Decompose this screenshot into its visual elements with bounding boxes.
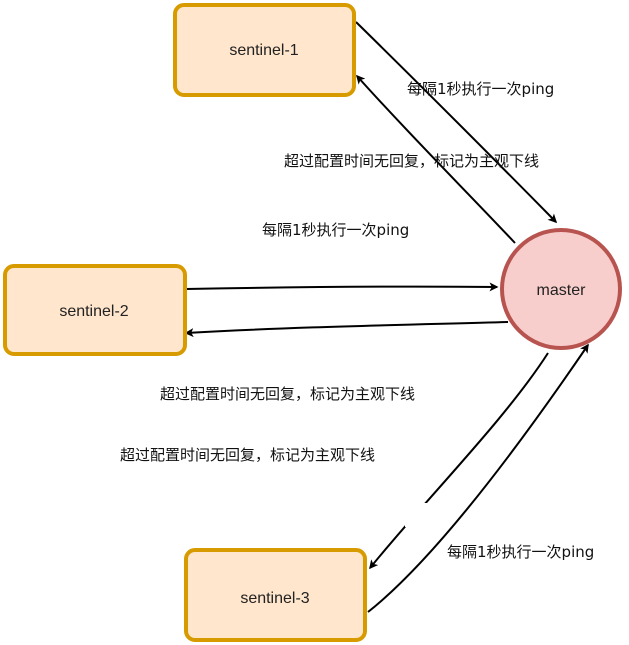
edge-master-to-sentinel3 [369, 352, 549, 570]
sentinel-3-node: sentinel-3 [184, 548, 367, 642]
sentinel3-subjective-down-label: 超过配置时间无回复，标记为主观下线 [120, 446, 375, 464]
master-node: master [500, 228, 622, 350]
sentinel1-ping-label: 每隔1秒执行一次ping [407, 80, 554, 98]
edges [184, 21, 589, 613]
edge-master-to-sentinel2 [184, 321, 509, 338]
sentinel3-ping-label: 每隔1秒执行一次ping [447, 543, 594, 561]
edge-master-to-sentinel1 [356, 74, 516, 244]
edge-sentinel3-to-master [367, 343, 589, 613]
edge-label-backgrounds [160, 340, 435, 527]
edge-labels: 每隔1秒执行一次ping 超过配置时间无回复，标记为主观下线 每隔1秒执行一次p… [120, 80, 594, 561]
master-label: master [537, 282, 587, 299]
sentinel2-ping-label: 每隔1秒执行一次ping [262, 221, 409, 239]
edge-sentinel1-to-master [355, 21, 558, 224]
sentinel-1-label: sentinel-1 [229, 42, 298, 59]
sentinel-2-label: sentinel-2 [59, 303, 128, 320]
edge-sentinel2-to-master [185, 282, 499, 292]
sentinel-3-label: sentinel-3 [240, 590, 309, 607]
sentinel2-subjective-down-label: 超过配置时间无回复，标记为主观下线 [160, 385, 415, 403]
sentinel-1-node: sentinel-1 [173, 3, 356, 97]
sentinel-2-node: sentinel-2 [3, 264, 187, 356]
sentinel1-subjective-down-label: 超过配置时间无回复，标记为主观下线 [284, 152, 539, 170]
